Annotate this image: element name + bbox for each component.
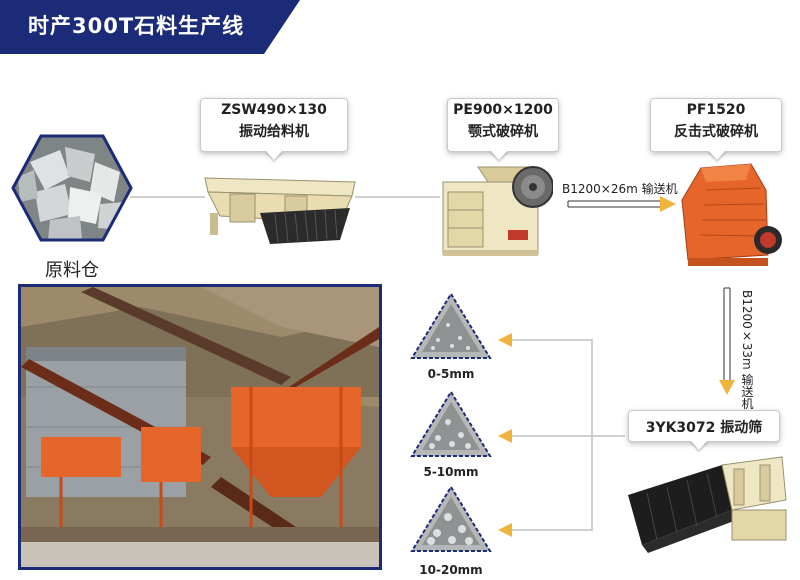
impact-crusher-name: 反击式破碎机 (674, 124, 758, 140)
impact-crusher-image (681, 163, 782, 266)
page-title: 时产300T石料生产线 (28, 14, 245, 38)
feeder-model: ZSW490×130 (221, 102, 327, 118)
product-pile-5-10 (410, 390, 492, 457)
product-pile-10-20 (410, 485, 492, 552)
jaw-crusher-model: PE900×1200 (453, 102, 553, 118)
jaw-crusher-name: 颚式破碎机 (468, 124, 538, 140)
horizontal-conveyor-label: B1200×26m 输送机 (562, 182, 678, 196)
screen-callout-tail (690, 440, 708, 450)
arrow-to-0-5 (498, 333, 512, 347)
product-label-5-10: 5-10mm (423, 465, 479, 479)
arrow-to-10-20 (498, 523, 512, 537)
plant-scene (21, 287, 379, 567)
vertical-conveyor-label: B1200×33m 输送机 (740, 290, 754, 410)
header-banner (0, 0, 300, 54)
feeder-callout: ZSW490×130 振动给料机 (200, 98, 348, 152)
vibrating-screen-image (628, 456, 787, 553)
jaw-crusher-image (442, 166, 553, 256)
feeder-name: 振动给料机 (239, 124, 309, 140)
feeder-callout-tail (265, 150, 283, 160)
production-plant-photo (18, 284, 382, 570)
product-pile-0-5 (410, 292, 492, 359)
impact-crusher-model: PF1520 (686, 102, 746, 118)
jaw-crusher-callout-tail (490, 150, 508, 160)
product-label-0-5: 0-5mm (427, 367, 475, 381)
connector-screen-output (510, 339, 625, 437)
raw-material-hexagon (11, 134, 133, 242)
impact-crusher-callout-tail (708, 150, 726, 160)
arrow-horizontal-conveyor (660, 196, 676, 212)
arrow-to-5-10 (498, 429, 512, 443)
screen-label: 3YK3072 振动筛 (645, 420, 763, 436)
vibrating-feeder-image (204, 177, 356, 244)
product-label-10-20: 10-20mm (419, 563, 483, 577)
arrow-vertical-conveyor (719, 380, 735, 395)
impact-crusher-callout: PF1520 反击式破碎机 (650, 98, 782, 152)
raw-bin-label: 原料仓 (45, 260, 99, 281)
jaw-crusher-callout: PE900×1200 颚式破碎机 (447, 98, 559, 152)
screen-callout: 3YK3072 振动筛 (628, 410, 780, 442)
